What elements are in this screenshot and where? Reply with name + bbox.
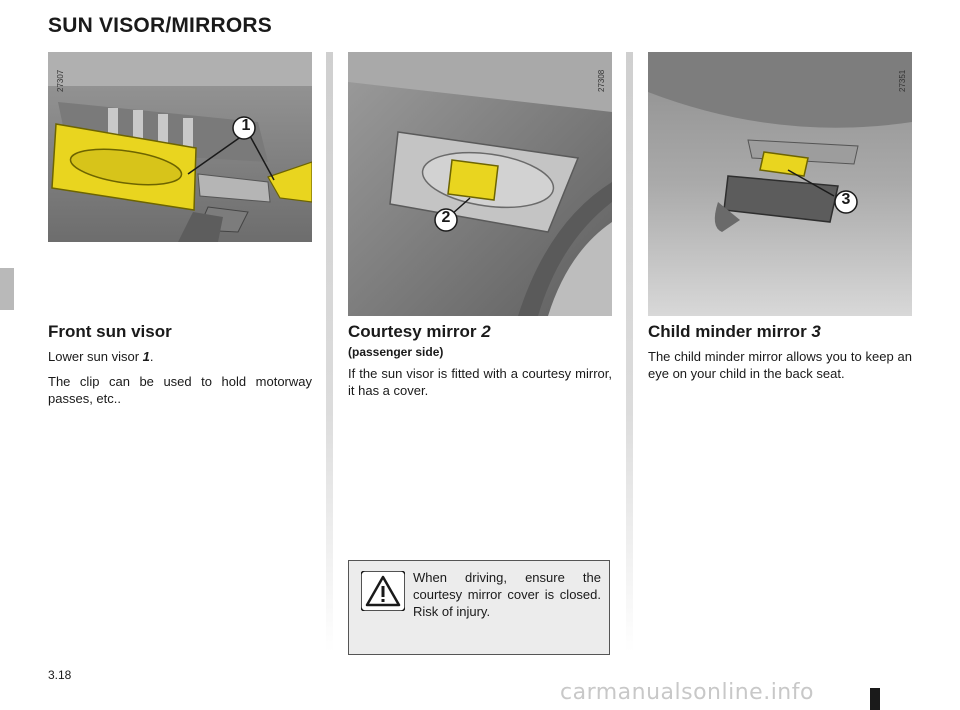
paragraph: Lower sun visor 1. <box>48 349 154 364</box>
ref-number: 3 <box>811 322 821 341</box>
callout-3: 3 <box>841 191 851 208</box>
figure-ref-number: 27308 <box>597 69 606 92</box>
section-heading: Courtesy mirror 2 <box>348 322 491 341</box>
corner-mark <box>870 688 880 710</box>
chapter-tab <box>0 268 14 310</box>
warning-triangle-icon <box>361 571 405 611</box>
page-title: SUN VISOR/MIRRORS <box>48 14 272 37</box>
child-minder-mirror-photo <box>648 52 912 316</box>
ref-number: 2 <box>481 322 491 341</box>
paragraph: If the sun visor is fitted with a courte… <box>348 366 612 398</box>
section-subheading: (passenger side) <box>348 345 444 359</box>
warning-box: When driving, ensure the courtesy mirror… <box>348 560 610 655</box>
paragraph: The child minder mirror allows you to ke… <box>648 349 912 381</box>
section-heading: Child minder mirror 3 <box>648 322 821 341</box>
page-number: 3.18 <box>48 668 72 682</box>
figure-ref-number: 27307 <box>56 69 65 92</box>
column-divider <box>326 52 333 652</box>
column-divider <box>626 52 633 652</box>
section-heading: Front sun visor <box>48 322 172 341</box>
warning-text: When driving, ensure the courtesy mirror… <box>413 570 601 619</box>
courtesy-mirror-photo <box>348 52 612 316</box>
callout-2: 2 <box>441 209 451 226</box>
callout-1: 1 <box>241 117 251 134</box>
ref-number: 1 <box>142 349 150 364</box>
front-sun-visor-photo <box>48 52 312 242</box>
watermark: carmanualsonline.info <box>560 680 814 705</box>
paragraph: The clip can be used to hold motorway pa… <box>48 374 312 406</box>
figure-ref-number: 27351 <box>898 69 907 92</box>
